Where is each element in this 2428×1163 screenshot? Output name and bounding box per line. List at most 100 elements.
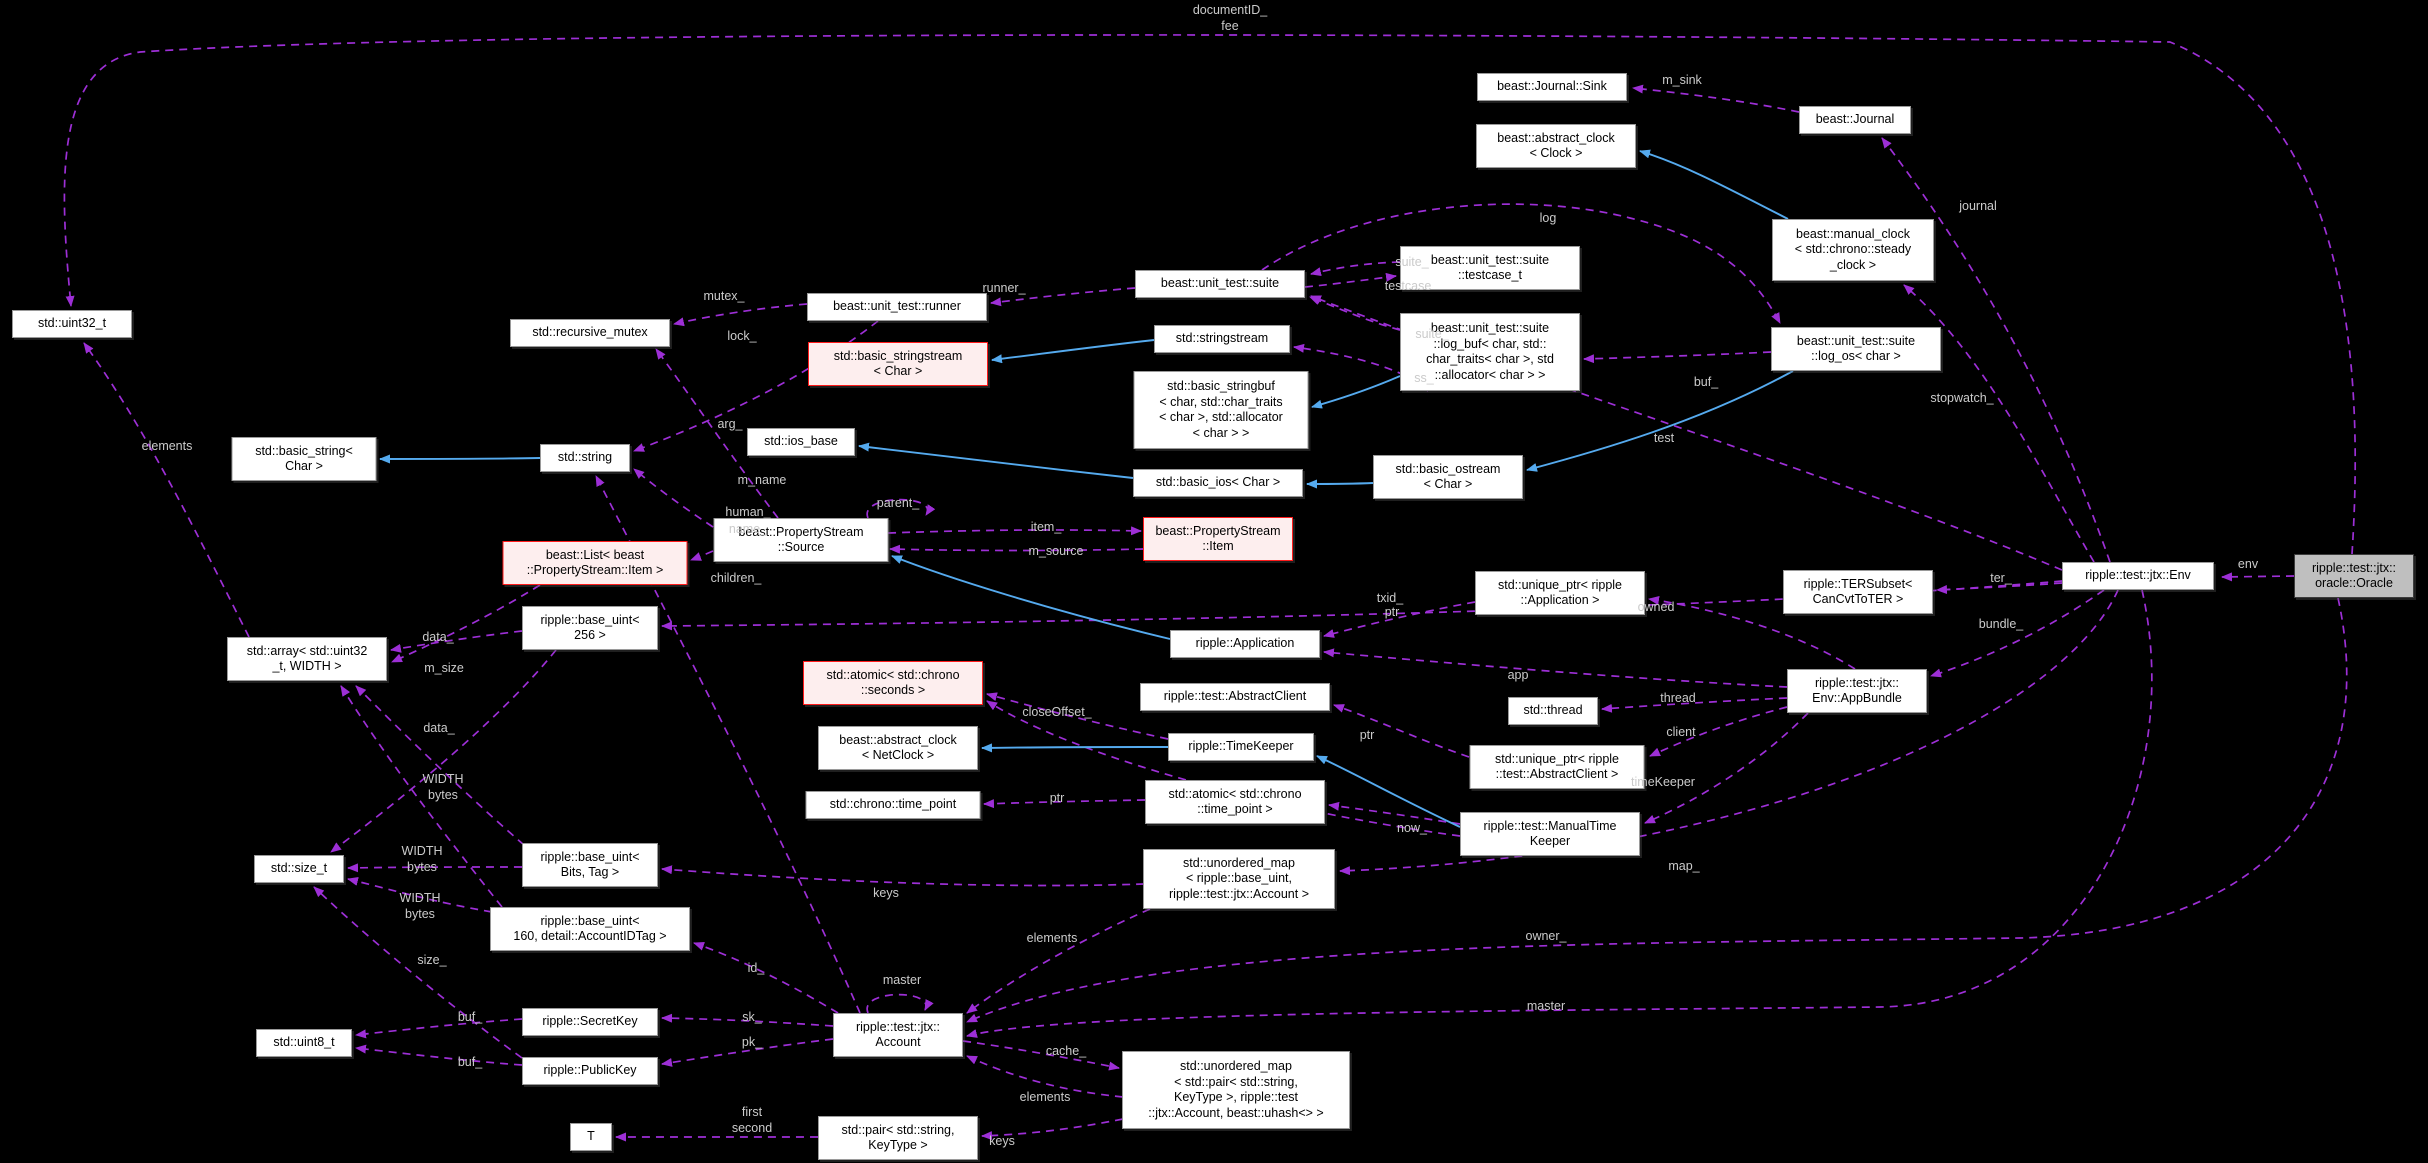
node-log-os[interactable]: beast::unit_test::suite ::log_os< char > <box>1771 327 1941 371</box>
edge-label-width: WIDTH <box>422 772 464 786</box>
member-edge-13 <box>673 303 808 327</box>
edge-label-owner: owner_ <box>1525 929 1567 943</box>
inheritance-edge-67 <box>891 555 1171 640</box>
node-env[interactable]: ripple::test::jtx::Env <box>2062 562 2214 590</box>
node-umap-cache[interactable]: std::unordered_map < std::pair< std::str… <box>1122 1051 1350 1129</box>
node-account[interactable]: ripple::test::jtx:: Account <box>833 1013 963 1057</box>
node-abstract-client[interactable]: ripple::test::AbstractClient <box>1140 683 1330 711</box>
node-stringstream[interactable]: std::stringstream <box>1154 325 1290 353</box>
member-edge-39 <box>391 584 541 663</box>
node-basic-stringstream[interactable]: std::basic_stringstream < Char > <box>808 342 988 386</box>
member-edge-3 <box>1632 84 1800 113</box>
edge-label-fee: fee <box>1221 19 1239 33</box>
node-recursive-mutex[interactable]: std::recursive_mutex <box>510 319 670 347</box>
edge-label-m-name: m_name <box>737 473 787 487</box>
node-base-uint-160[interactable]: ripple::base_uint< 160, detail::AccountI… <box>490 907 690 951</box>
node-base-uint-bits[interactable]: ripple::base_uint< Bits, Tag > <box>522 843 658 887</box>
node-atomic-seconds[interactable]: std::atomic< std::chrono ::seconds > <box>803 661 983 705</box>
member-edge-41 <box>340 685 503 908</box>
node-t[interactable]: T <box>570 1123 612 1151</box>
node-uint8[interactable]: std::uint8_t <box>256 1029 352 1057</box>
edge-label-width: WIDTH <box>401 844 443 858</box>
node-property-item[interactable]: beast::PropertyStream ::Item <box>1143 517 1293 561</box>
member-edge-19 <box>690 550 714 561</box>
member-edge-15 <box>633 320 879 452</box>
node-abstract-clock-net[interactable]: beast::abstract_clock < NetClock > <box>818 726 978 770</box>
node-application[interactable]: ripple::Application <box>1170 630 1320 658</box>
node-basic-ostream[interactable]: std::basic_ostream < Char > <box>1373 455 1523 499</box>
edge-label-buf: buf_ <box>457 1055 483 1069</box>
edge-label-ter: ter_ <box>1990 571 2012 585</box>
member-edge-9 <box>1309 296 1401 331</box>
node-std-pair[interactable]: std::pair< std::string, KeyType > <box>818 1116 978 1160</box>
node-std-thread[interactable]: std::thread <box>1508 697 1598 725</box>
node-base-uint-256[interactable]: ripple::base_uint< 256 > <box>522 606 658 650</box>
node-size-t[interactable]: std::size_t <box>254 855 344 883</box>
member-edge-52 <box>866 993 934 1014</box>
node-beast-list[interactable]: beast::List< beast ::PropertyStream::Ite… <box>502 541 688 585</box>
edge-label-width: WIDTH <box>399 891 441 905</box>
member-edge-36 <box>983 799 1146 809</box>
node-std-array[interactable]: std::array< std::uint32 _t, WIDTH > <box>227 637 387 681</box>
node-uptr-abstract-client[interactable]: std::unique_ptr< ripple ::test::Abstract… <box>1469 745 1645 789</box>
edge-label-testcase: testcase <box>1384 279 1432 293</box>
edge-label-runner: runner_ <box>982 281 1026 295</box>
edge-label-data: data_ <box>423 721 455 735</box>
node-atomic-time-point[interactable]: std::atomic< std::chrono ::time_point > <box>1145 780 1325 824</box>
inheritance-edge-61 <box>1311 375 1401 409</box>
node-ios-base[interactable]: std::ios_base <box>747 428 855 456</box>
member-edge-48 <box>355 1044 523 1066</box>
node-basic-ios[interactable]: std::basic_ios< Char > <box>1133 469 1303 497</box>
node-public-key[interactable]: ripple::PublicKey <box>522 1057 658 1085</box>
node-manual-timekeeper[interactable]: ripple::test::ManualTime Keeper <box>1460 812 1640 856</box>
member-edge-34 <box>986 700 1461 837</box>
node-property-source[interactable]: beast::PropertyStream ::Source <box>713 518 889 562</box>
member-edge-50 <box>661 1038 834 1067</box>
node-abstract-clock[interactable]: beast::abstract_clock < Clock > <box>1476 124 1636 168</box>
node-uint32[interactable]: std::uint32_t <box>12 310 132 338</box>
node-suite[interactable]: beast::unit_test::suite <box>1135 270 1305 298</box>
node-string[interactable]: std::string <box>540 444 630 472</box>
node-journal[interactable]: beast::Journal <box>1799 106 1911 134</box>
edge-label-cache: cache_ <box>1045 1044 1087 1058</box>
node-tersubset[interactable]: ripple::TERSubset< CanCvtToTER > <box>1783 570 1933 614</box>
edge-label-env: env <box>2237 557 2259 571</box>
edge-label-journal: journal <box>1959 199 1997 213</box>
edge-label-elements: elements <box>1019 1090 1071 1104</box>
node-runner[interactable]: beast::unit_test::runner <box>807 293 987 321</box>
node-timekeeper[interactable]: ripple::TimeKeeper <box>1168 733 1314 761</box>
edge-label-name: name_ <box>728 522 768 536</box>
inheritance-edge-65 <box>1639 149 1789 220</box>
member-edge-26 <box>1323 601 1476 638</box>
edge-label-elements: elements <box>1026 931 1078 945</box>
node-umap-accounts[interactable]: std::unordered_map < ripple::base_uint, … <box>1143 849 1335 909</box>
node-basic-string[interactable]: std::basic_string< Char > <box>231 437 377 481</box>
edge-label-first: first <box>741 1105 763 1119</box>
inheritance-edge-63 <box>1306 479 1374 489</box>
member-edge-2 <box>1881 137 2111 563</box>
member-edge-33 <box>986 692 1169 740</box>
node-secret-key[interactable]: ripple::SecretKey <box>522 1008 658 1036</box>
inheritance-edge-64 <box>858 442 1134 479</box>
node-oracle[interactable]: ripple::test::jtx:: oracle::Oracle <box>2294 554 2414 598</box>
member-edge-43 <box>347 863 523 873</box>
edge-label-ptr: ptr <box>1049 791 1065 805</box>
member-edge-54 <box>962 1040 1120 1071</box>
node-manual-clock[interactable]: beast::manual_clock < std::chrono::stead… <box>1772 219 1934 281</box>
node-uptr-application[interactable]: std::unique_ptr< ripple ::Application > <box>1475 571 1645 615</box>
edge-label-owned: owned <box>1637 600 1675 614</box>
node-app-bundle[interactable]: ripple::test::jtx:: Env::AppBundle <box>1787 669 1927 713</box>
inheritance-edge-62 <box>1526 370 1794 472</box>
node-basic-stringbuf[interactable]: std::basic_stringbuf < char, std::char_t… <box>1133 371 1309 449</box>
edge-label-ptr: ptr <box>1384 605 1400 619</box>
edge-label-bundle: bundle_ <box>1978 617 2024 631</box>
member-edge-40 <box>355 685 525 846</box>
node-log-buf[interactable]: beast::unit_test::suite ::log_buf< char,… <box>1400 313 1580 391</box>
member-edge-49 <box>661 1013 834 1027</box>
node-journal-sink[interactable]: beast::Journal::Sink <box>1477 73 1627 101</box>
node-time-point[interactable]: std::chrono::time_point <box>805 791 981 819</box>
node-testcase-t[interactable]: beast::unit_test::suite ::testcase_t <box>1400 246 1580 290</box>
edge-label-children: children_ <box>710 571 762 585</box>
member-edge-11 <box>1583 351 1772 364</box>
